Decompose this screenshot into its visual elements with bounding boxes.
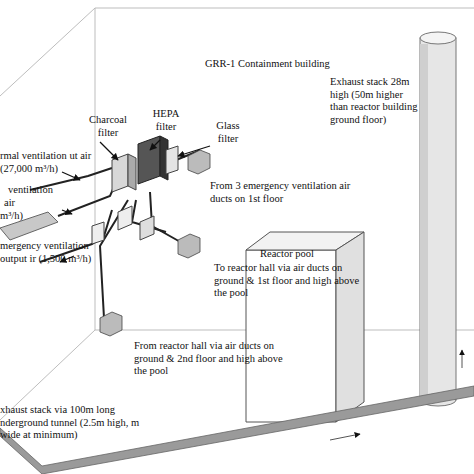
filter-label: Charcoal filter [84,114,132,139]
filter-label: HEPA filter [148,108,184,133]
duct-note: From 3 emergency ventilation air ducts o… [210,180,360,205]
flow-note: rmal ventilation ut air (27,000 m³/h) [0,150,105,175]
duct-note: To reactor hall via air ducts on ground … [214,262,362,300]
filter-units [92,136,178,244]
flow-note: m³/h) [0,210,40,223]
floor-arrows [330,350,462,440]
duct-network [30,150,200,318]
vent-grilles [100,150,210,336]
exhaust-stack [420,32,456,406]
flow-note: mergency ventilation output ir (1,500 m³… [0,240,92,265]
node-label: Reactor pool [260,248,350,261]
floor-slab [0,386,474,474]
duct-note: From reactor hall via air ducts on groun… [134,340,284,378]
reactor-pool: Reactor pool [246,232,364,422]
tunnel-note: xhaust stack via 100m long nderground tu… [0,404,150,442]
building-title: GRR-1 Containment building [205,58,355,71]
flow-note: air [4,197,34,210]
flow-note: ventilation [8,184,68,197]
stack-note: Exhaust stack 28m high (50m higher than … [330,76,422,126]
filter-label: Glass filter [208,120,248,145]
pool-outline [246,232,364,422]
